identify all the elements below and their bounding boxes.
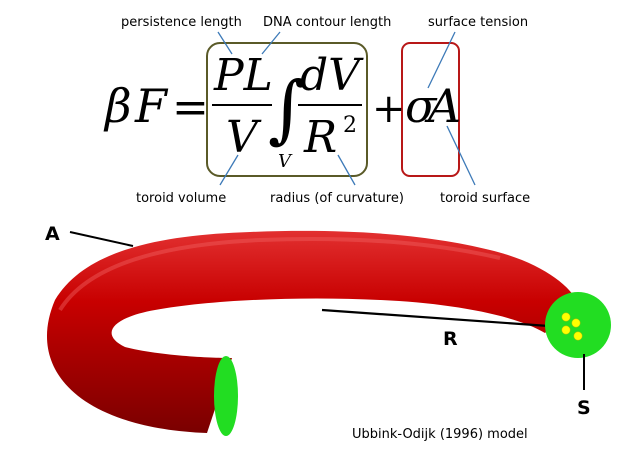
label-persistence-length: persistence length — [121, 15, 242, 30]
integral-sign: ∫ — [268, 66, 307, 152]
leader-toroid-volume — [219, 154, 239, 186]
dna-strand-dot — [561, 312, 571, 322]
equation-beta: β — [103, 79, 132, 133]
equation-equals: = — [172, 82, 209, 133]
toroid-highlight — [58, 236, 501, 312]
leader-toroid-surface — [446, 125, 476, 186]
equation-plus: + — [372, 86, 406, 132]
leader-A — [69, 231, 134, 247]
label-toroid-surface: toroid surface — [440, 191, 530, 206]
radius-line — [321, 308, 564, 329]
leader-dna-contour-length — [261, 31, 281, 55]
label-A: A — [45, 223, 60, 245]
label-R: R — [443, 328, 458, 350]
label-dna-contour-length: DNA contour length — [263, 15, 391, 30]
leader-persistence-length — [217, 31, 233, 55]
dna-strand-dot — [561, 325, 571, 335]
bracket-box-surface-term — [401, 42, 460, 177]
label-surface-tension: surface tension — [428, 15, 528, 30]
label-S: S — [577, 397, 591, 419]
integral-subscript: V — [278, 151, 293, 172]
dna-strand-dot — [571, 318, 581, 328]
bracket-box-bending-term — [206, 42, 368, 177]
caption: Ubbink-Odijk (1996) model — [352, 427, 528, 442]
equation-numerator-PL: PL — [213, 50, 273, 101]
toroid-left-cross-section — [214, 356, 238, 436]
equation-exponent: 2 — [343, 113, 357, 138]
leader-surface-tension — [427, 31, 456, 89]
dna-strand-dot — [573, 331, 583, 341]
toroid-body — [46, 230, 578, 433]
equation-sigma: σ — [405, 79, 438, 133]
equation-denominator-V: V — [226, 112, 262, 163]
label-radius-curvature: radius (of curvature) — [270, 191, 404, 206]
leader-radius-curvature — [337, 154, 356, 186]
equation-F: F — [134, 79, 169, 133]
label-toroid-volume: toroid volume — [136, 191, 226, 206]
equation-denominator-R: R — [303, 112, 337, 163]
equation-A: A — [424, 79, 461, 133]
equation-numerator-dV: dV — [300, 50, 364, 101]
